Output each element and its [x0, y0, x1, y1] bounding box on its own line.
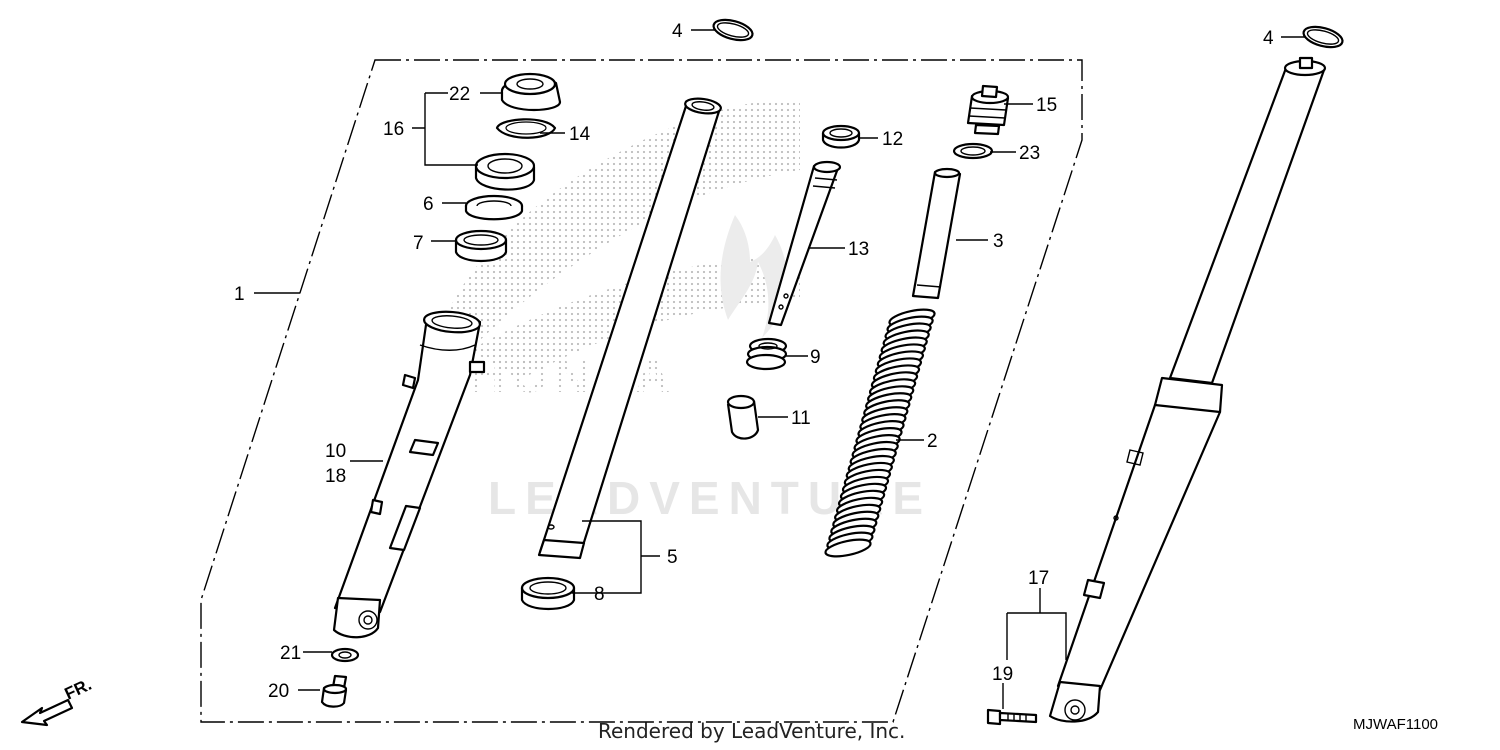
part-7-slide-bushing — [454, 229, 508, 262]
part-12-piston-ring — [821, 124, 861, 149]
part-9-rebound-spring — [745, 337, 788, 371]
part-14-stopper-ring — [495, 118, 557, 139]
callout-9: 9 — [810, 347, 821, 368]
spring-coil — [824, 538, 872, 558]
part-19-flange-bolt — [986, 708, 1038, 726]
callout-1: 1 — [234, 284, 245, 305]
callout-labels: 4 4 22 16 14 6 7 1 10 18 5 8 12 13 9 11 … — [234, 21, 1274, 702]
callout-12: 12 — [882, 129, 903, 150]
svg-text:HONDA: HONDA — [470, 350, 676, 403]
part-6-back-up-ring — [464, 194, 524, 221]
callout-22: 22 — [449, 84, 470, 105]
diagram-code: MJWAF1100 — [1353, 716, 1439, 733]
callout-20: 20 — [268, 681, 289, 702]
callout-18: 18 — [325, 466, 346, 487]
callout-14: 14 — [569, 124, 591, 145]
callout-11: 11 — [791, 408, 811, 429]
leader-lines — [254, 29, 1306, 709]
part-3-spring-collar — [911, 167, 962, 300]
callout-4-top: 4 — [672, 21, 683, 42]
front-direction-arrow-icon: FR. — [20, 675, 95, 727]
callout-7: 7 — [413, 233, 424, 254]
callout-3: 3 — [993, 231, 1004, 252]
callout-15: 15 — [1036, 95, 1057, 116]
part-13-fork-piston — [767, 160, 842, 327]
part-5-fork-pipe — [537, 97, 722, 560]
part-15-fork-bolt — [966, 84, 1010, 136]
part-2-fork-spring — [824, 308, 936, 558]
callout-4-right: 4 — [1263, 28, 1274, 49]
part-11-oil-lock-piece — [726, 394, 760, 440]
part-4-snap-ring-top — [712, 18, 754, 42]
callout-21: 21 — [280, 643, 301, 664]
direction-label: FR. — [62, 675, 95, 704]
part-16-oil-seal — [474, 152, 536, 191]
callout-19: 19 — [992, 664, 1013, 685]
callout-2: 2 — [927, 431, 938, 452]
assembly-boundary — [200, 59, 1083, 723]
part-22-dust-seal — [500, 72, 562, 111]
callout-23: 23 — [1019, 143, 1040, 164]
callout-6: 6 — [423, 194, 434, 215]
callout-5: 5 — [667, 547, 678, 568]
callout-13: 13 — [848, 239, 869, 260]
callout-10: 10 — [325, 441, 346, 462]
render-credit: Rendered by LeadVenture, Inc. — [598, 719, 906, 743]
part-10-18-bottom-case — [332, 310, 486, 639]
part-17-fork-assembly — [1048, 56, 1327, 723]
part-21-sealing-washer — [330, 647, 360, 663]
part-20-socket-bolt — [320, 674, 348, 708]
callout-16: 16 — [383, 119, 404, 140]
callout-8: 8 — [594, 584, 605, 605]
part-8-slide-bushing — [520, 576, 576, 610]
part-23-o-ring — [952, 142, 994, 160]
callout-17: 17 — [1028, 568, 1049, 589]
part-4-snap-ring-right — [1302, 25, 1344, 49]
